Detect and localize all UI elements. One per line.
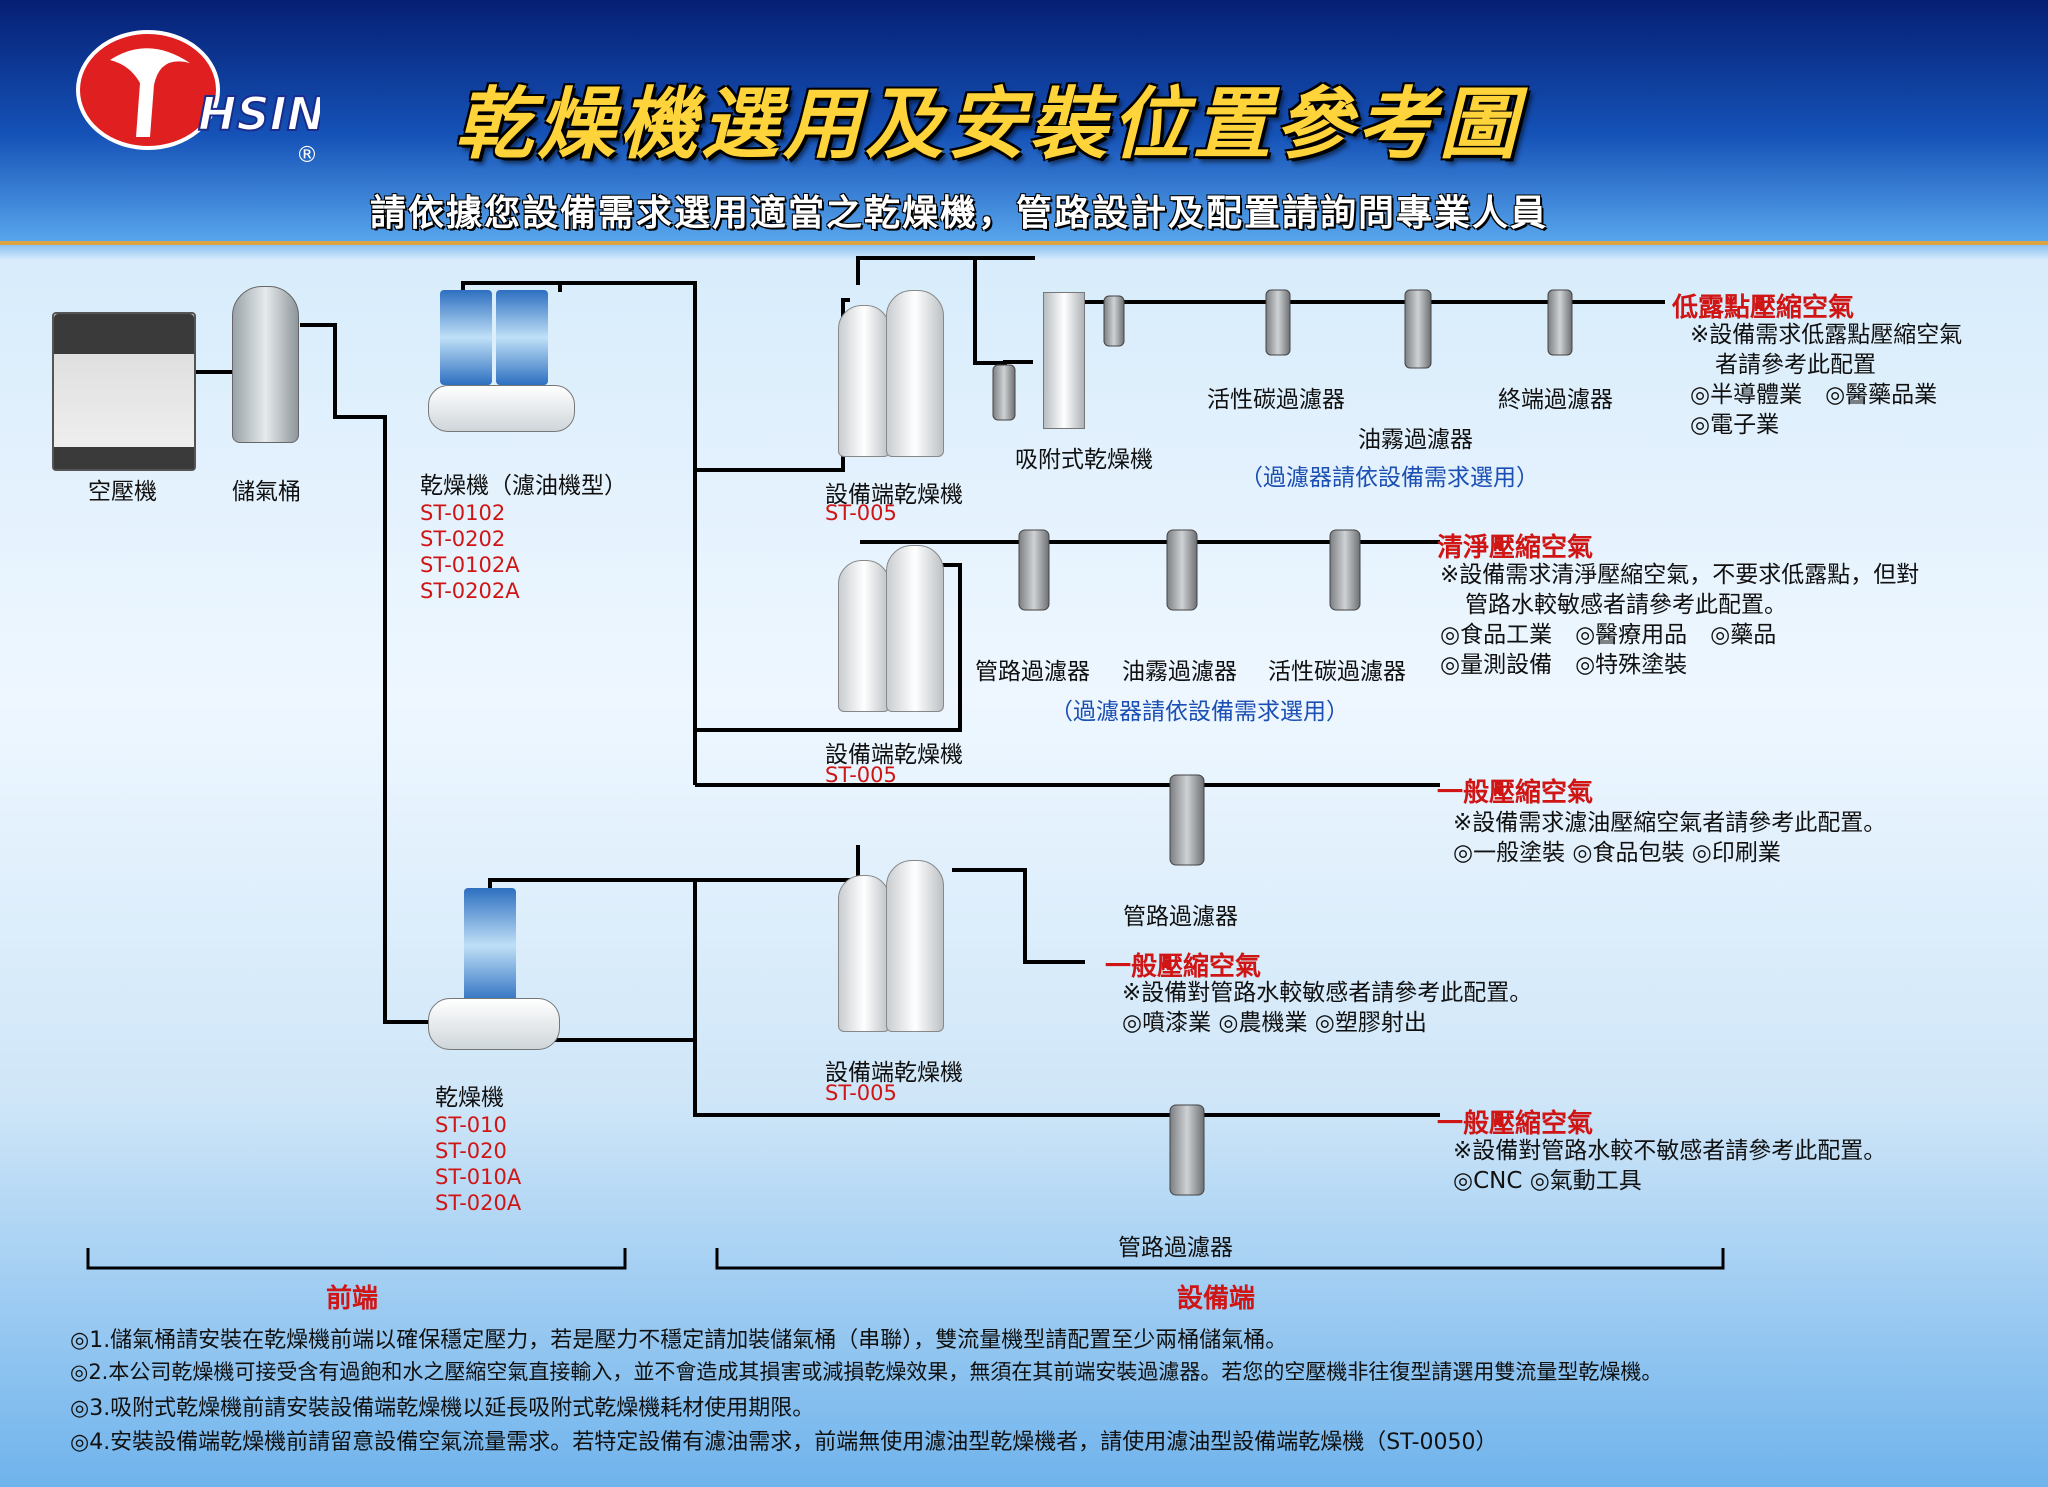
row5-pipe-filter-icon: [1169, 1104, 1205, 1196]
dryer-oil-models: ST-0102 ST-0202 ST-0102A ST-0202A: [420, 500, 520, 604]
note-2: ◎2.本公司乾燥機可接受含有過飽和水之壓縮空氣直接輸入，並不會造成其損害或減損乾…: [70, 1360, 1663, 1384]
air-compressor: [52, 312, 196, 471]
registered-mark: ®: [296, 143, 318, 168]
dryer-cylinder: [464, 888, 516, 1003]
row4-desc-line: ◎噴漆業 ◎農機業 ◎塑膠射出: [1122, 1010, 1427, 1036]
model-td1: ST-005: [825, 501, 897, 525]
hsin-logo: HSIN: [76, 30, 320, 150]
dryer-model: ST-010: [435, 1113, 507, 1137]
label-td2: 設備端乾燥機: [825, 742, 963, 768]
row2-desc-line: 管路水較敏感者請參考此配置。: [1465, 592, 1787, 618]
row1-filter-note: （過濾器請依設備需求選用）: [1240, 465, 1539, 491]
dryer-oil-model: ST-0102A: [420, 553, 520, 577]
air-tank: [232, 286, 299, 443]
header-band: [0, 0, 2048, 245]
note-4: ◎4.安裝設備端乾燥機前請留意設備空氣流量需求。若特定設備有濾油需求，前端無使用…: [70, 1430, 1498, 1455]
row3-filter-label: 管路過濾器: [1123, 904, 1238, 930]
dryer-oil-cylinder-right: [496, 290, 548, 385]
dryer-model: ST-020: [435, 1139, 507, 1163]
row3-desc: ※設備需求濾油壓縮空氣者請參考此配置。 ◎一般塗裝 ◎食品包裝 ◎印刷業: [1453, 808, 1886, 868]
header-divider: [0, 241, 2048, 245]
adsorption-dryer: [1043, 292, 1085, 429]
compressor-top: [54, 314, 194, 354]
row1-small-filter-icon: [1103, 295, 1125, 347]
dryer-oil-cylinder-left: [440, 290, 492, 385]
row2-filter-label: 活性碳過濾器: [1268, 659, 1406, 685]
row3-title: 一般壓縮空氣: [1437, 778, 1594, 808]
row2-pipe-filter-icon: [1018, 529, 1050, 611]
model-td3: ST-005: [825, 1081, 897, 1105]
compressor-base: [54, 447, 194, 469]
terminal-dryer-1: [838, 285, 946, 465]
note-1: ◎1.儲氣桶請安裝在乾燥機前端以確保穩定壓力，若是壓力不穩定請加裝儲氣桶（串聯）…: [70, 1328, 1288, 1353]
row1-filter-label: 終端過濾器: [1498, 387, 1613, 413]
bracket-label-equipment: 設備端: [1177, 1284, 1256, 1314]
row1-filter-label: 油霧過濾器: [1358, 427, 1473, 453]
prefilter-icon: [992, 364, 1016, 421]
page-subtitle: 請依據您設備需求選用適當之乾燥機，管路設計及配置請詢問專業人員: [370, 193, 1549, 234]
model-td2: ST-005: [825, 763, 897, 787]
dryer-model: ST-020A: [435, 1191, 522, 1215]
final-filter-icon: [1547, 289, 1573, 356]
svg-text:HSIN: HSIN: [198, 87, 320, 141]
terminal-dryer-3: [838, 845, 946, 1040]
label-adsorption-dryer: 吸附式乾燥機: [1015, 447, 1153, 473]
td1-tank-b: [886, 290, 944, 457]
row2-desc-line: ◎食品工業 ◎醫療用品 ◎藥品: [1440, 622, 1777, 648]
td3-tank-a: [838, 875, 890, 1032]
dryer-oil-base: [428, 385, 575, 432]
dryer-models: ST-010 ST-020 ST-010A ST-020A: [435, 1112, 521, 1216]
note-3: ◎3.吸附式乾燥機前請安裝設備端乾燥機以延長吸附式乾燥機耗材使用期限。: [70, 1396, 815, 1421]
page-title: 乾燥機選用及安裝位置參考圖: [455, 80, 1522, 170]
row2-desc-line: ※設備需求清淨壓縮空氣，不要求低露點，但對: [1440, 562, 1920, 588]
dryer-model: ST-010A: [435, 1165, 522, 1189]
label-compressor: 空壓機: [88, 479, 157, 505]
row5-title: 一般壓縮空氣: [1437, 1109, 1594, 1139]
row4-desc: ※設備對管路水較敏感者請參考此配置。 ◎噴漆業 ◎農機業 ◎塑膠射出: [1122, 978, 1532, 1038]
label-td3: 設備端乾燥機: [825, 1060, 963, 1086]
dryer-oil-type: [428, 290, 575, 438]
row1-desc: ※設備需求低露點壓縮空氣 者請參考此配置 ◎半導體業 ◎醫藥品業 ◎電子業: [1690, 320, 1962, 440]
row5-desc-line: ※設備對管路水較不敏感者請參考此配置。: [1453, 1138, 1887, 1164]
label-tank: 儲氣桶: [232, 479, 301, 505]
row1-filter-label: 活性碳過濾器: [1207, 387, 1345, 413]
terminal-dryer-2: [838, 540, 946, 720]
row2-filter-note: （過濾器請依設備需求選用）: [1050, 699, 1349, 725]
label-dryer-oil: 乾燥機（濾油機型）: [420, 473, 627, 499]
bracket-label-front: 前端: [326, 1284, 379, 1314]
row1-desc-line: 者請參考此配置: [1715, 352, 1876, 378]
row2-desc-line: ◎量測設備 ◎特殊塗裝: [1440, 652, 1688, 678]
row2-title: 清淨壓縮空氣: [1437, 533, 1594, 563]
row5-filter-label: 管路過濾器: [1118, 1235, 1233, 1261]
row2-oil-mist-filter-icon: [1166, 529, 1198, 611]
row3-pipe-filter-icon: [1169, 774, 1205, 866]
dryer-oil-model: ST-0202A: [420, 579, 520, 603]
td2-tank-b: [886, 545, 944, 712]
label-td1: 設備端乾燥機: [825, 482, 963, 508]
row4-desc-line: ※設備對管路水較敏感者請參考此配置。: [1122, 980, 1533, 1006]
row3-desc-line: ※設備需求濾油壓縮空氣者請參考此配置。: [1453, 810, 1887, 836]
row1-desc-line: ◎電子業: [1690, 412, 1780, 438]
td3-tank-b: [886, 860, 944, 1032]
row1-title: 低露點壓縮空氣: [1672, 293, 1855, 323]
row2-filter-label: 管路過濾器: [975, 659, 1090, 685]
row2-filter-label: 油霧過濾器: [1122, 659, 1237, 685]
dryer-base: [428, 998, 560, 1050]
oil-mist-filter-icon: [1404, 289, 1432, 369]
row5-desc-line: ◎CNC ◎氣動工具: [1453, 1168, 1642, 1194]
row1-desc-line: ◎半導體業 ◎醫藥品業: [1690, 382, 1938, 408]
row2-carbon-filter-icon: [1329, 529, 1361, 611]
row5-desc: ※設備對管路水較不敏感者請參考此配置。 ◎CNC ◎氣動工具: [1453, 1136, 1886, 1196]
dryer-oil-model: ST-0102: [420, 501, 506, 525]
activated-carbon-filter-icon: [1265, 289, 1291, 356]
td1-tank-a: [838, 305, 890, 457]
dryer-standard: [428, 888, 560, 1058]
row3-desc-line: ◎一般塗裝 ◎食品包裝 ◎印刷業: [1453, 840, 1781, 866]
label-dryer: 乾燥機: [435, 1085, 504, 1111]
dryer-oil-model: ST-0202: [420, 527, 506, 551]
row2-desc: ※設備需求清淨壓縮空氣，不要求低露點，但對 管路水較敏感者請參考此配置。 ◎食品…: [1440, 560, 1919, 680]
row4-title: 一般壓縮空氣: [1105, 952, 1262, 982]
row1-desc-line: ※設備需求低露點壓縮空氣: [1690, 322, 1963, 348]
